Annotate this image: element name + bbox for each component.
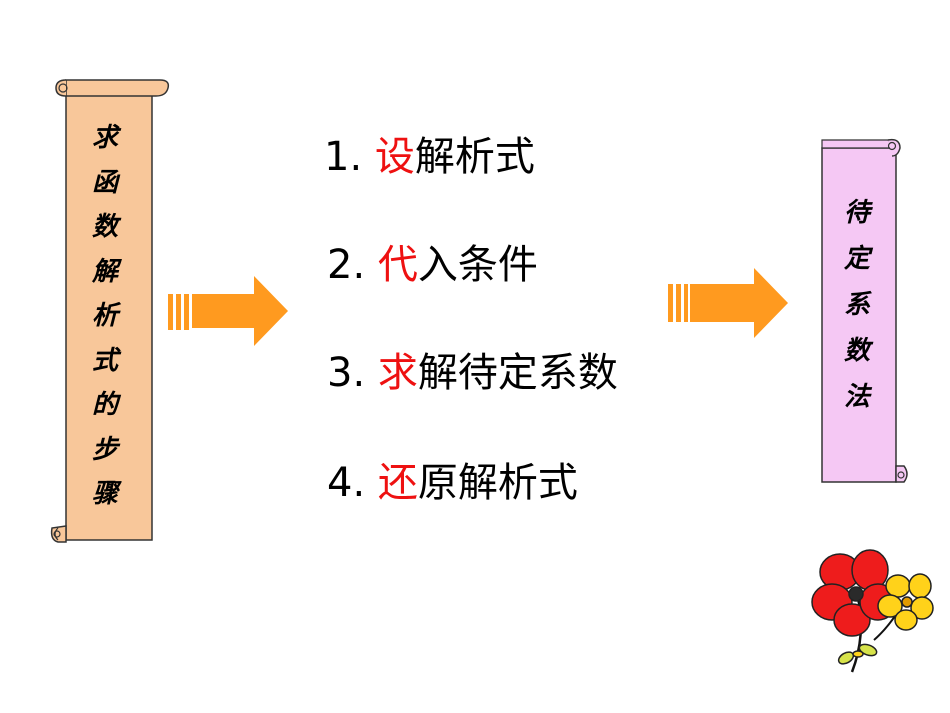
right-scroll-char: 数 [843,336,870,366]
right-scroll-char: 定 [843,244,870,274]
step-number: 1. [324,134,363,180]
arrow-right-icon [668,268,788,338]
flower-icon [811,549,934,673]
step-rest: 原解析式 [417,460,578,506]
step-rest: 解析式 [414,134,535,180]
arrow-right-icon [168,276,288,346]
step-4: 4. 还原解析式 [327,450,578,508]
step-2: 2. 代入条件 [327,232,538,290]
scroll-banner-icon [821,138,908,483]
left-scroll-char: 析 [91,301,118,331]
left-scroll-char: 函 [91,167,118,198]
step-rest: 解待定系数 [417,350,618,396]
step-number: 3. [327,350,366,396]
step-3: 3. 求解待定系数 [327,340,618,398]
right-scroll-char: 系 [843,290,870,320]
right-scroll-text: 待 定 系 数 法 [828,200,886,430]
left-scroll-char: 求 [91,123,118,153]
left-scroll-text: 求 函 数 解 析 式 的 步 骤 [70,125,140,526]
left-scroll-char: 步 [91,434,118,465]
step-number: 4. [327,460,366,506]
right-scroll-char: 法 [843,382,870,412]
left-scroll-char: 骤 [91,479,118,509]
right-scroll-char: 待 [843,198,870,228]
left-scroll-char: 式 [91,345,118,376]
left-scroll-banner [50,79,170,543]
step-number: 2. [327,242,366,288]
right-arrow [668,268,788,338]
step-lead-char: 还 [377,460,418,506]
step-rest: 入条件 [417,242,538,288]
step-1: 1. 设解析式 [324,124,535,182]
left-arrow [168,276,288,346]
flower-decoration [811,549,934,673]
left-scroll-char: 数 [91,212,118,242]
left-scroll-char: 的 [91,390,118,420]
step-lead-char: 代 [377,242,418,288]
left-scroll-char: 解 [91,256,118,287]
right-scroll-banner [821,138,908,483]
step-lead-char: 求 [377,350,418,396]
scroll-banner-icon [50,79,170,543]
step-lead-char: 设 [374,134,415,180]
